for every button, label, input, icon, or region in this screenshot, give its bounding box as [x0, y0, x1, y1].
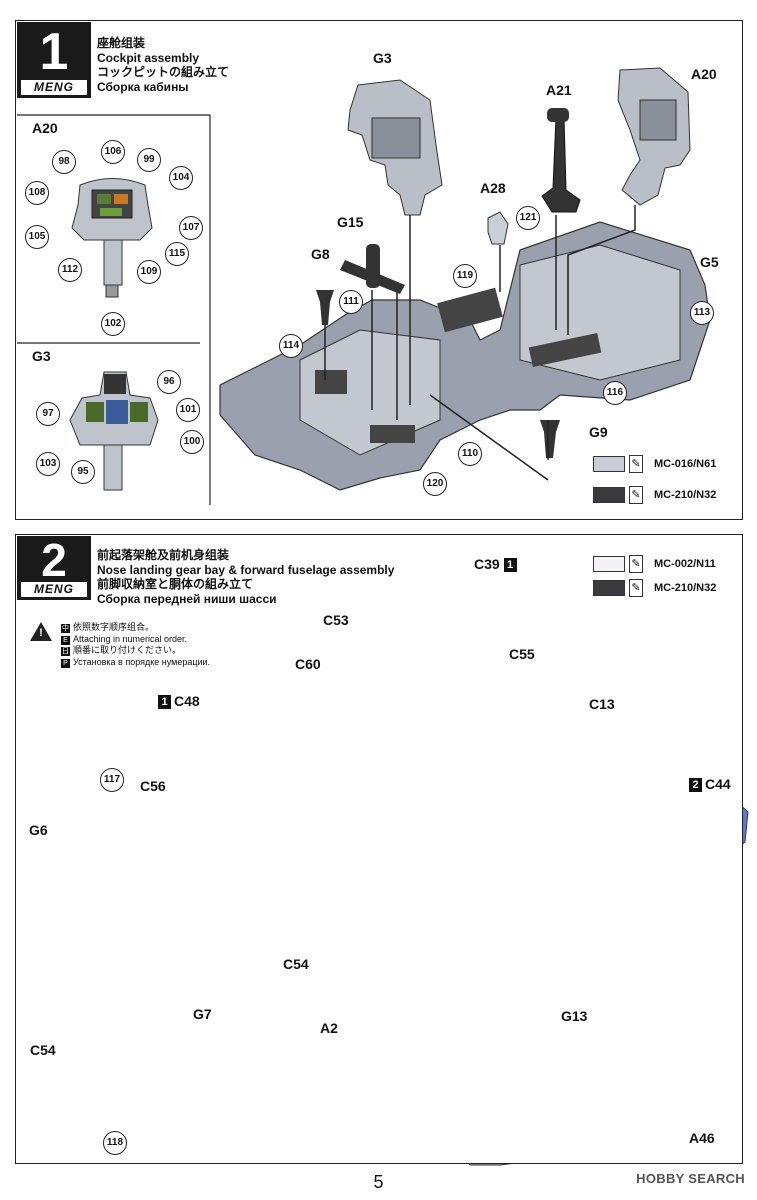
decal-number: 118: [103, 1131, 127, 1155]
decal-number: 105: [25, 225, 49, 249]
step2-panel: [15, 534, 743, 1164]
part-label-c54-inset: C54: [30, 1042, 56, 1058]
decal-number: 111: [339, 290, 363, 314]
part-label-g3-inset: G3: [32, 348, 51, 364]
decal-number: 98: [52, 150, 76, 174]
decal-number: 95: [71, 460, 95, 484]
decal-number: 114: [279, 334, 303, 358]
decal-number: 113: [690, 301, 714, 325]
part-label-g7: G7: [193, 1006, 212, 1022]
part-label-c54: C54: [283, 956, 309, 972]
paint-swatch: [593, 456, 625, 472]
step1-badge: 1 MENG: [17, 22, 91, 98]
decal-number: 106: [101, 140, 125, 164]
page-number: 5: [373, 1172, 384, 1192]
step2-title: 前起落架舱及前机身组装 Nose landing gear bay & forw…: [97, 548, 394, 606]
decal-number: 115: [165, 242, 189, 266]
paint-swatch: [593, 580, 625, 596]
warning-icon-mark: !: [39, 627, 43, 639]
step2-title-ja: 前脚収納室と胴体の組み立て: [97, 577, 254, 591]
decal-number: 119: [453, 264, 477, 288]
g3-inset-panel-drawing: [69, 371, 159, 491]
note-row: 日順番に取り付けください。: [61, 645, 182, 656]
part-label-g8: G8: [311, 246, 330, 262]
paint-code: MC-016/N61: [654, 458, 717, 470]
step2-badge: 2 MENG: [17, 536, 91, 600]
part-label-a2: A2: [320, 1020, 338, 1036]
paint-code: MC-210/N32: [654, 582, 717, 594]
step2-title-en: Nose landing gear bay & forward fuselage…: [97, 562, 395, 577]
decal-number: 102: [101, 312, 125, 336]
decal-number: 112: [58, 258, 82, 282]
step1-title: 座舱组装 Cockpit assembly コックピットの組み立て Сборка…: [97, 36, 229, 94]
decal-number: 108: [25, 181, 49, 205]
part-label-c56: C56: [140, 778, 166, 794]
decal-number: 117: [100, 768, 124, 792]
part-label-c39: C39 1: [474, 556, 520, 572]
hobby-search-watermark: HOBBY SEARCH: [636, 1171, 745, 1186]
paint-code: MC-210/N32: [654, 489, 717, 501]
note-row: 中依照数字顺序组合。: [61, 622, 155, 633]
decal-number: 109: [137, 260, 161, 284]
warning-icon: [30, 622, 52, 641]
step1-brand-logo: MENG: [21, 80, 87, 95]
decal-number: 110: [458, 442, 482, 466]
step2-title-ru: Сборка передней ниши шасси: [97, 591, 277, 606]
step2-number: 2: [41, 534, 67, 586]
part-label-g6: G6: [29, 822, 48, 838]
paint-code: MC-002/N11: [654, 558, 716, 570]
part-label-c60: C60: [295, 656, 321, 672]
decal-number: 101: [176, 398, 200, 422]
part-label-a20-inset: A20: [32, 120, 58, 136]
part-label-a46: A46: [689, 1130, 715, 1146]
part-label-a20: A20: [691, 66, 717, 82]
decal-number: 96: [157, 370, 181, 394]
paint-swatch: [593, 556, 625, 572]
brush-icon: ✎: [629, 579, 643, 597]
part-label-g3: G3: [373, 50, 392, 66]
part-label-c13: C13: [589, 696, 615, 712]
decal-number: 97: [36, 402, 60, 426]
part-label-g9: G9: [589, 424, 608, 440]
part-label-g15: G15: [337, 214, 364, 230]
decal-number: 120: [423, 472, 447, 496]
step2-title-zh: 前起落架舱及前机身组装: [97, 548, 230, 562]
decal-number: 99: [137, 148, 161, 172]
step1-title-en: Cockpit assembly: [97, 50, 200, 65]
decal-number: 100: [180, 430, 204, 454]
decal-number: 116: [603, 381, 627, 405]
part-label-c53: C53: [323, 612, 349, 628]
decal-number: 107: [179, 216, 203, 240]
decal-number: 103: [36, 452, 60, 476]
part-label-g13: G13: [561, 1008, 588, 1024]
paint-swatch: [593, 487, 625, 503]
decal-number: 104: [169, 166, 193, 190]
part-label-a21: A21: [546, 82, 572, 98]
brush-icon: ✎: [629, 455, 643, 473]
step1-title-ja: コックピットの組み立て: [97, 65, 230, 79]
part-label-g5: G5: [700, 254, 719, 270]
part-label-a28: A28: [480, 180, 506, 196]
decal-number: 121: [516, 206, 540, 230]
step1-number: 1: [39, 23, 69, 81]
step1-title-ru: Сборка кабины: [97, 79, 189, 94]
a20-inset-panel-drawing: [71, 178, 153, 298]
brush-icon: ✎: [629, 486, 643, 504]
step1-title-zh: 座舱组装: [97, 36, 146, 50]
brush-icon: ✎: [629, 555, 643, 573]
part-label-c55: C55: [509, 646, 535, 662]
step2-brand-logo: MENG: [21, 582, 87, 597]
